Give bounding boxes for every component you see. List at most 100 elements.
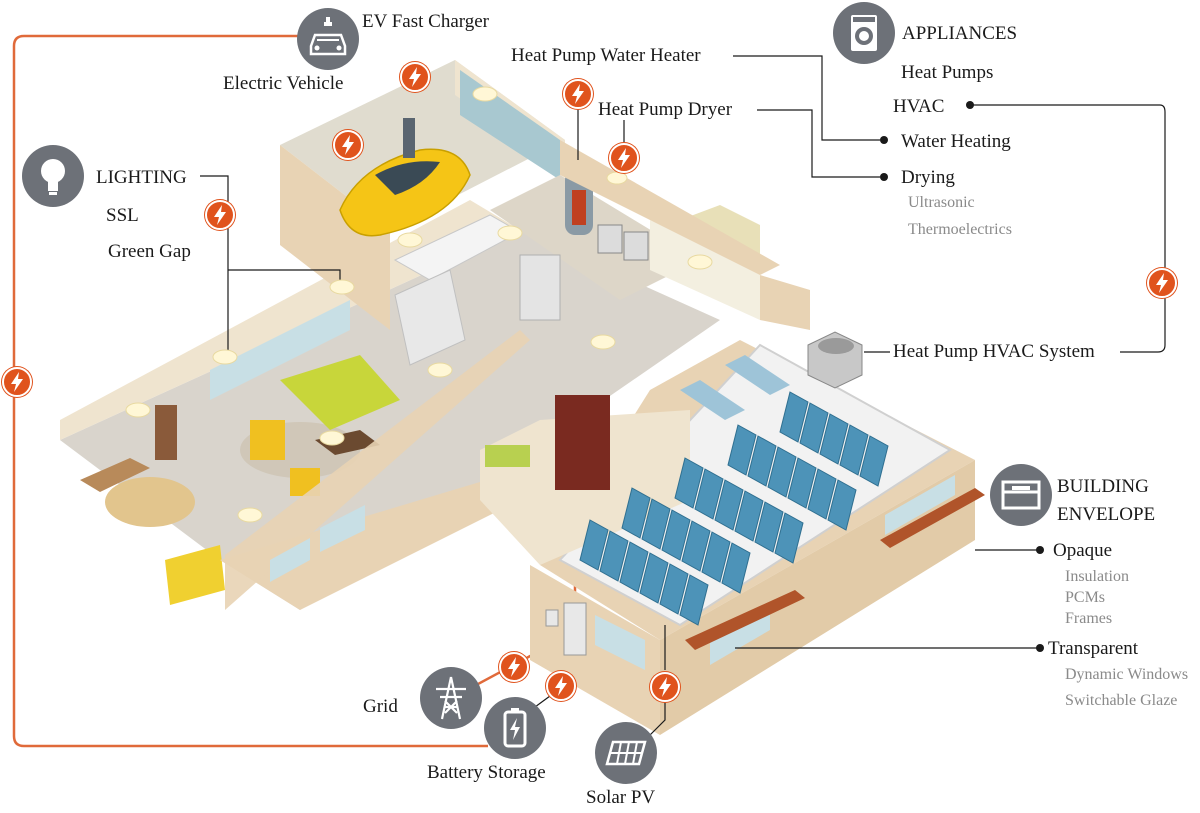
right-window-1 [595, 615, 645, 670]
electric-car-icon [297, 8, 359, 70]
refrigerator [519, 254, 561, 321]
power-tower-icon [420, 667, 482, 729]
solar-panel-cell [679, 574, 709, 626]
planter [485, 445, 530, 467]
solar-panel-icon [595, 722, 657, 784]
battery-storage-label: Battery Storage [427, 762, 546, 783]
solar-panel-cell [827, 479, 857, 531]
divider-wall [225, 330, 530, 610]
kitchen-island [394, 269, 466, 366]
awning-2 [685, 590, 805, 650]
front-window-2 [320, 505, 365, 552]
solar-panel-cell [681, 520, 711, 572]
lightning-bolt-icon [1147, 268, 1177, 298]
solar-pv-label: Solar PV [586, 787, 656, 808]
washer [623, 231, 649, 261]
meter-box [545, 609, 559, 627]
ev-fast-charger-label: EV Fast Charger [362, 11, 490, 32]
solar-panel-cell [839, 424, 869, 476]
solar-panel-cell [721, 542, 751, 594]
front-door [555, 395, 610, 490]
solar-panel-cell [619, 541, 649, 593]
water-heater-core [572, 190, 586, 225]
right-window-3 [885, 475, 955, 535]
building-envelope-title-2: ENVELOPE [1057, 504, 1156, 525]
solar-panel-cell [641, 498, 671, 550]
solar-panel-cell [701, 531, 731, 583]
solar-panel-cell [819, 413, 849, 465]
envelope-opaque-label: Opaque [1053, 540, 1113, 561]
solar-panel-cell [754, 501, 784, 553]
awning-1 [880, 488, 985, 548]
appliances-item-hvac: HVAC [893, 96, 945, 117]
front-wall-left [220, 470, 540, 610]
dryer [597, 224, 623, 254]
electric-panel [563, 602, 587, 656]
hvac-outdoor-unit [807, 331, 863, 389]
sofa [280, 355, 400, 430]
solar-panel-cell [779, 391, 809, 443]
solar-panel-cell [621, 487, 651, 539]
kitchen-floor [490, 175, 700, 300]
opaque-sub-pcms: PCMs [1065, 589, 1106, 606]
solar-panel-cell [661, 509, 691, 561]
lightning-bolt-icon [609, 143, 639, 173]
leader-lines [200, 55, 1166, 746]
bench [165, 545, 225, 605]
right-corner-wall [760, 275, 810, 330]
building-envelope-title-1: BUILDING [1057, 476, 1149, 497]
solar-panel-cell [734, 490, 764, 542]
appliances-item-water-heating: Water Heating [901, 131, 1011, 152]
appliances-item-heat-pumps: Heat Pumps [901, 62, 994, 83]
solar-panel-cell [787, 457, 817, 509]
solar-panel-cell [859, 435, 889, 487]
lightning-bolt-icon [333, 130, 363, 160]
battery-icon [484, 697, 546, 759]
skylight-2 [725, 355, 790, 395]
electric-car [339, 148, 471, 237]
ev-charger-post [403, 118, 415, 158]
opaque-sub-insulation: Insulation [1065, 568, 1129, 585]
heat-pump-water-heater-label: Heat Pump Water Heater [511, 45, 701, 66]
solar-panel-cell [599, 530, 629, 582]
garage-left-wall [280, 145, 390, 330]
solar-panels [579, 391, 889, 626]
solar-panel-cell [714, 479, 744, 531]
solar-panel-cell [774, 512, 804, 564]
solar-panel-cell [579, 519, 609, 571]
rug [105, 477, 195, 527]
lighting-item-green-gap: Green Gap [108, 241, 191, 262]
solar-panel-cell [747, 435, 777, 487]
floor-left-wing [60, 230, 720, 610]
solar-panel-cell [767, 446, 797, 498]
lightning-bolt-icon [546, 671, 576, 701]
solar-panel-cell [674, 457, 704, 509]
washing-machine-icon [833, 2, 895, 64]
lightning-bolt-icon [499, 652, 529, 682]
bathroom [650, 220, 760, 320]
front-window-1 [270, 538, 310, 582]
lightning-bolt-icon [2, 367, 32, 397]
opaque-sub-frames: Frames [1065, 610, 1113, 627]
solar-panel-cell [694, 468, 724, 520]
transparent-sub-dynamic-windows: Dynamic Windows [1065, 666, 1189, 683]
solar-panel-cell [807, 468, 837, 520]
appliances-item-drying: Drying [901, 167, 955, 188]
solar-panel-cell [639, 552, 669, 604]
lightning-bolt-icon [205, 200, 235, 230]
skylight-1 [680, 380, 745, 420]
desk [80, 458, 150, 492]
solar-panel-cell [799, 402, 829, 454]
lightning-bolt-icon [400, 62, 430, 92]
heat-pump-hvac-system-label: Heat Pump HVAC System [893, 341, 1095, 362]
window-frame-icon [990, 464, 1052, 526]
drying-sub-thermoelectrics: Thermoelectrics [908, 221, 1012, 238]
light-bulb-icon [22, 145, 84, 207]
lightning-bolt-icon [650, 672, 680, 702]
leader-dots [880, 101, 1044, 652]
bookshelf [155, 405, 177, 460]
lighting-item-ssl: SSL [106, 205, 139, 226]
transparent-sub-switchable-glaze: Switchable Glaze [1065, 692, 1178, 709]
